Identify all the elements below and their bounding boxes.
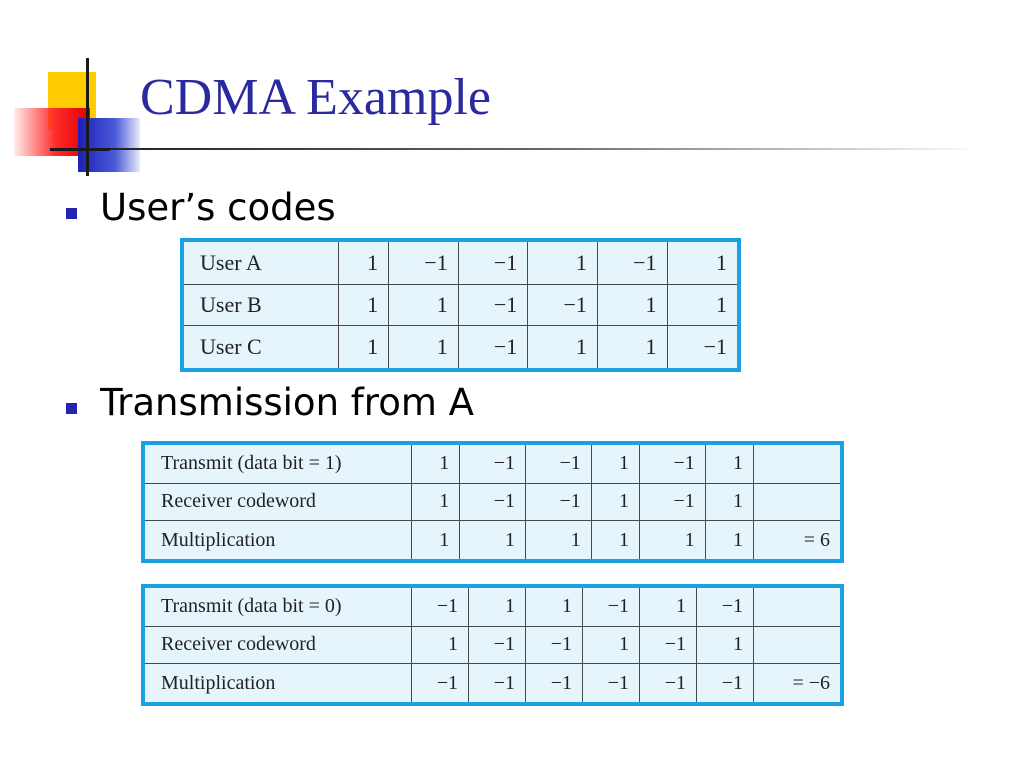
chip-value: −1 (638, 442, 706, 484)
chip-value: −1 (527, 283, 598, 327)
chip-value: 1 (527, 325, 598, 371)
row-label: Receiver codeword (142, 625, 412, 665)
bullet-transmission-from-a: Transmission from A (62, 381, 942, 425)
table-row: User A 1 −1 −1 1 −1 1 (181, 239, 740, 285)
chip-value: 1 (666, 283, 740, 327)
row-label: Transmit (data bit = 1) (142, 442, 412, 484)
chip-value: 1 (704, 442, 755, 484)
table-row: Multiplication −1 −1 −1 −1 −1 −1 = −6 (142, 663, 843, 705)
chip-value: 1 (337, 325, 390, 371)
bullet-users-codes: User’s codes (62, 186, 942, 230)
bullet-square-icon (66, 403, 77, 414)
result-value (753, 585, 843, 627)
slide-logo-decoration (0, 0, 150, 190)
table-row: Transmit (data bit = 0) −1 1 1 −1 1 −1 (142, 585, 843, 627)
result-value (753, 625, 843, 665)
title-underline (110, 148, 970, 150)
chip-value: −1 (639, 663, 697, 705)
table-row: Multiplication 1 1 1 1 1 1 = 6 (142, 520, 843, 562)
chip-value: 1 (468, 585, 526, 627)
chip-value: −1 (596, 239, 668, 285)
chip-value: −1 (457, 325, 529, 371)
chip-value: 1 (590, 520, 640, 562)
chip-value: −1 (459, 482, 526, 522)
chip-value: 1 (337, 283, 390, 327)
result-value: = 6 (753, 520, 843, 562)
transmission-bit1-table: Transmit (data bit = 1) 1 −1 −1 1 −1 1 R… (141, 441, 844, 563)
table-row: User C 1 1 −1 1 1 −1 (181, 325, 740, 371)
chip-value: −1 (582, 585, 640, 627)
chip-value: 1 (410, 482, 461, 522)
chip-value: 1 (582, 625, 640, 665)
result-value (753, 442, 843, 484)
chip-value: 1 (596, 283, 668, 327)
chip-value: −1 (388, 239, 459, 285)
logo-horizontal-line (50, 148, 110, 151)
row-label: User A (181, 239, 339, 285)
chip-value: −1 (411, 663, 469, 705)
chip-value: 1 (411, 625, 469, 665)
result-value: = −6 (753, 663, 843, 705)
chip-value: −1 (524, 442, 592, 484)
bullet-text: Transmission from A (100, 381, 474, 424)
result-value (753, 482, 843, 522)
row-label: Multiplication (142, 520, 412, 562)
user-codes-table: User A 1 −1 −1 1 −1 1 User B 1 1 −1 −1 1… (180, 238, 741, 372)
slide-title: CDMA Example (140, 69, 491, 126)
chip-value: 1 (459, 520, 526, 562)
chip-value: −1 (457, 239, 529, 285)
chip-value: 1 (337, 239, 390, 285)
logo-vertical-line (86, 58, 89, 176)
table-row: Transmit (data bit = 1) 1 −1 −1 1 −1 1 (142, 442, 843, 484)
chip-value: −1 (638, 482, 706, 522)
chip-value: 1 (410, 520, 461, 562)
bullet-text: User’s codes (100, 186, 336, 229)
chip-value: 1 (596, 325, 668, 371)
chip-value: 1 (410, 442, 461, 484)
bullet-square-icon (66, 208, 77, 219)
chip-value: −1 (524, 482, 592, 522)
chip-value: 1 (638, 520, 706, 562)
row-label: User C (181, 325, 339, 371)
chip-value: 1 (666, 239, 740, 285)
table-row: Receiver codeword 1 −1 −1 1 −1 1 (142, 482, 843, 522)
row-label: User B (181, 283, 339, 327)
chip-value: −1 (468, 663, 526, 705)
chip-value: −1 (639, 625, 697, 665)
chip-value: −1 (666, 325, 740, 371)
chip-value: 1 (527, 239, 598, 285)
chip-value: 1 (388, 325, 459, 371)
chip-value: 1 (696, 625, 754, 665)
chip-value: −1 (525, 625, 583, 665)
chip-value: −1 (582, 663, 640, 705)
row-label: Multiplication (142, 663, 412, 705)
chip-value: 1 (590, 482, 640, 522)
chip-value: −1 (411, 585, 469, 627)
row-label: Receiver codeword (142, 482, 412, 522)
row-label: Transmit (data bit = 0) (142, 585, 412, 627)
transmission-bit0-table: Transmit (data bit = 0) −1 1 1 −1 1 −1 R… (141, 584, 844, 706)
chip-value: −1 (696, 663, 754, 705)
chip-value: 1 (704, 520, 755, 562)
chip-value: 1 (525, 585, 583, 627)
chip-value: −1 (468, 625, 526, 665)
chip-value: 1 (388, 283, 459, 327)
chip-value: 1 (704, 482, 755, 522)
chip-value: 1 (590, 442, 640, 484)
chip-value: 1 (524, 520, 592, 562)
table-row: Receiver codeword 1 −1 −1 1 −1 1 (142, 625, 843, 665)
chip-value: −1 (525, 663, 583, 705)
chip-value: −1 (457, 283, 529, 327)
chip-value: 1 (639, 585, 697, 627)
table-row: User B 1 1 −1 −1 1 1 (181, 283, 740, 327)
chip-value: −1 (696, 585, 754, 627)
chip-value: −1 (459, 442, 526, 484)
